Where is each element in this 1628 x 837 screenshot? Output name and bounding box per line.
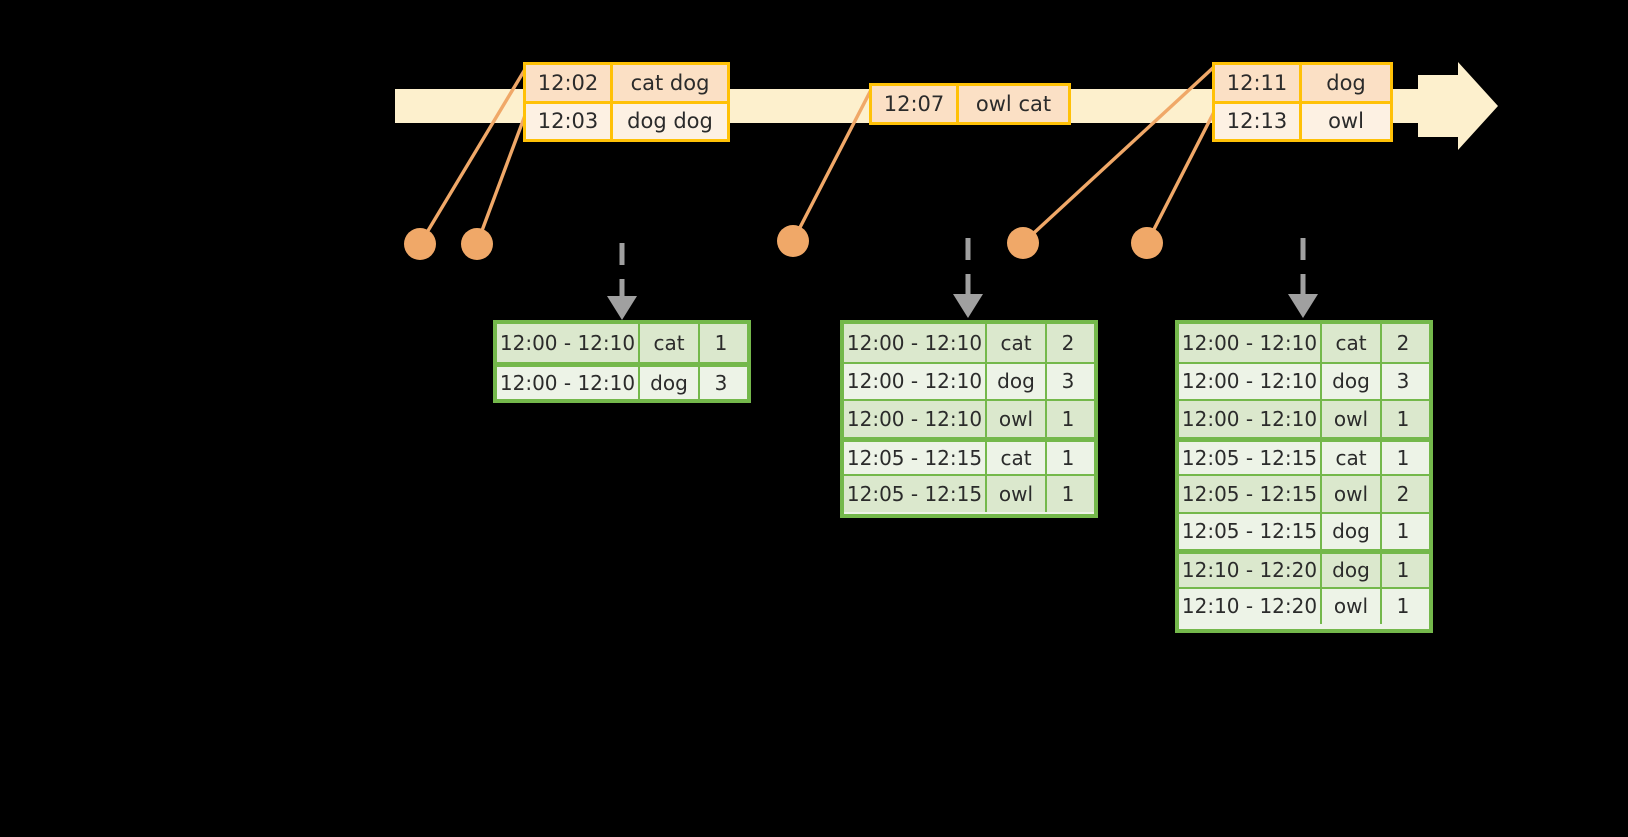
- result-word: owl: [1322, 588, 1382, 624]
- result-count: 1: [1396, 519, 1410, 544]
- result-table-1[interactable]: 12:00 - 12:10 cat 1 12:00 - 12:10 dog 3: [493, 320, 751, 403]
- connector-dot-2: [461, 228, 493, 260]
- event-words: owl cat: [975, 92, 1052, 116]
- event-row[interactable]: 12:02 cat dog: [526, 65, 727, 101]
- result-window: 12:05 - 12:15: [844, 476, 987, 512]
- result-count: 1: [1061, 445, 1075, 470]
- event-row[interactable]: 12:11 dog: [1215, 65, 1390, 101]
- result-window: 12:00 - 12:10: [844, 324, 987, 362]
- result-word: cat: [987, 441, 1047, 474]
- table-row[interactable]: 12:00 - 12:10 cat 2: [844, 324, 1094, 362]
- table-row[interactable]: 12:05 - 12:15 cat 1: [1179, 436, 1429, 474]
- flow-arrow-head-2: [953, 294, 983, 318]
- table-row[interactable]: 12:10 - 12:20 owl 1: [1179, 586, 1429, 624]
- event-row[interactable]: 12:03 dog dog: [526, 100, 727, 139]
- result-count: 1: [1396, 558, 1410, 583]
- event-group-3[interactable]: 12:11 dog 12:13 owl: [1212, 62, 1393, 142]
- result-table-2[interactable]: 12:00 - 12:10 cat 2 12:00 - 12:10 dog 3 …: [840, 320, 1098, 518]
- table-row[interactable]: 12:00 - 12:10 dog 3: [497, 361, 747, 399]
- result-window: 12:05 - 12:15: [1179, 476, 1322, 512]
- result-window: 12:00 - 12:10: [1179, 363, 1322, 399]
- result-word: cat: [987, 324, 1047, 362]
- result-count: 3: [714, 370, 728, 395]
- result-window: 12:00 - 12:10: [1179, 401, 1322, 437]
- result-count: 2: [1396, 481, 1410, 506]
- result-count: 1: [1396, 445, 1410, 470]
- result-window: 12:05 - 12:15: [1179, 513, 1322, 549]
- result-count: 1: [1061, 481, 1075, 506]
- table-row[interactable]: 12:10 - 12:20 dog 1: [1179, 549, 1429, 587]
- result-word: cat: [1322, 324, 1382, 362]
- event-words: owl: [1328, 109, 1364, 134]
- event-time: 12:03: [526, 103, 613, 139]
- result-word: owl: [987, 476, 1047, 512]
- event-group-2[interactable]: 12:07 owl cat: [869, 83, 1071, 125]
- result-count: 1: [1396, 406, 1410, 431]
- table-row[interactable]: 12:00 - 12:10 cat 1: [497, 324, 747, 362]
- table-row[interactable]: 12:00 - 12:10 dog 3: [844, 361, 1094, 399]
- result-word: dog: [1322, 513, 1382, 549]
- table-row[interactable]: 12:00 - 12:10 owl 1: [844, 399, 1094, 437]
- result-window: 12:00 - 12:10: [497, 324, 640, 362]
- connector-dot-3: [777, 225, 809, 257]
- connector-dot-1: [404, 228, 436, 260]
- result-word: dog: [640, 366, 700, 399]
- flow-arrow-head-1: [607, 296, 637, 320]
- table-row[interactable]: 12:05 - 12:15 cat 1: [844, 436, 1094, 474]
- result-table-3[interactable]: 12:00 - 12:10 cat 2 12:00 - 12:10 dog 3 …: [1175, 320, 1433, 633]
- result-count: 1: [1396, 594, 1410, 619]
- event-row[interactable]: 12:07 owl cat: [872, 86, 1068, 122]
- result-word: owl: [1322, 476, 1382, 512]
- timeline-right-arrow-icon: [1418, 62, 1498, 150]
- result-window: 12:00 - 12:10: [497, 366, 640, 399]
- result-count: 3: [1396, 369, 1410, 394]
- result-count: 2: [1396, 330, 1410, 355]
- result-word: dog: [1322, 554, 1382, 587]
- event-group-1[interactable]: 12:02 cat dog 12:03 dog dog: [523, 62, 730, 142]
- result-word: cat: [1322, 441, 1382, 474]
- result-word: cat: [640, 324, 700, 362]
- event-words: cat dog: [630, 70, 710, 95]
- result-window: 12:05 - 12:15: [844, 441, 987, 474]
- result-window: 12:00 - 12:10: [844, 401, 987, 437]
- table-row[interactable]: 12:00 - 12:10 dog 3: [1179, 361, 1429, 399]
- result-count: 3: [1061, 369, 1075, 394]
- result-word: owl: [1322, 401, 1382, 437]
- result-count: 2: [1061, 330, 1075, 355]
- result-word: dog: [987, 363, 1047, 399]
- result-count: 1: [1061, 406, 1075, 431]
- result-window: 12:00 - 12:10: [1179, 324, 1322, 362]
- result-window: 12:05 - 12:15: [1179, 441, 1322, 474]
- table-row[interactable]: 12:05 - 12:15 owl 2: [1179, 474, 1429, 512]
- table-row[interactable]: 12:00 - 12:10 cat 2: [1179, 324, 1429, 362]
- result-word: dog: [1322, 363, 1382, 399]
- event-time: 12:13: [1215, 103, 1302, 139]
- result-window: 12:10 - 12:20: [1179, 588, 1322, 624]
- table-row[interactable]: 12:00 - 12:10 owl 1: [1179, 399, 1429, 437]
- flow-arrow-head-3: [1288, 294, 1318, 318]
- result-word: owl: [987, 401, 1047, 437]
- result-window: 12:10 - 12:20: [1179, 554, 1322, 587]
- table-row[interactable]: 12:05 - 12:15 dog 1: [1179, 511, 1429, 549]
- connector-line-2: [475, 109, 529, 245]
- event-words: dog dog: [627, 109, 713, 134]
- connector-dot-4: [1007, 227, 1039, 259]
- event-time: 12:11: [1215, 65, 1302, 101]
- event-words: dog: [1326, 70, 1366, 95]
- result-count: 1: [714, 330, 728, 355]
- event-row[interactable]: 12:13 owl: [1215, 100, 1390, 139]
- event-time: 12:02: [526, 65, 613, 101]
- result-window: 12:00 - 12:10: [844, 363, 987, 399]
- connector-line-5: [1145, 109, 1217, 244]
- connector-dot-5: [1131, 227, 1163, 259]
- event-time: 12:07: [872, 86, 959, 122]
- table-row[interactable]: 12:05 - 12:15 owl 1: [844, 474, 1094, 512]
